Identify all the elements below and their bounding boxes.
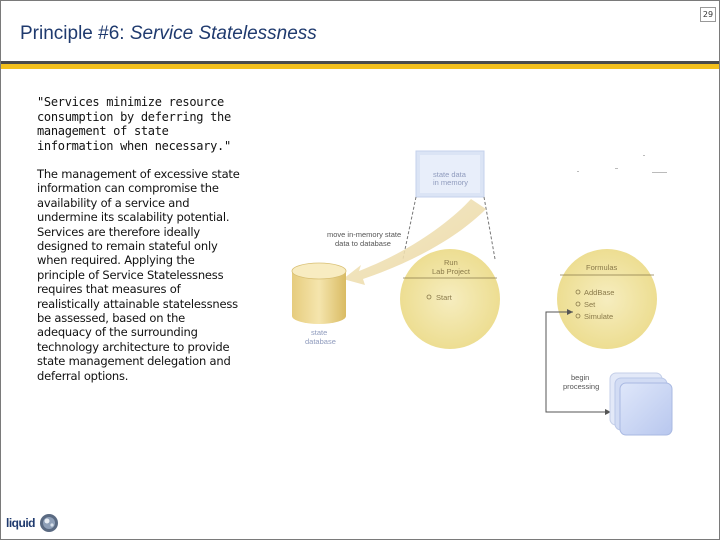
title-rule-gold bbox=[1, 64, 719, 69]
processing-connector bbox=[545, 311, 608, 413]
set-radio-icon bbox=[575, 301, 581, 307]
liquid-logo: liquid bbox=[6, 514, 58, 532]
formula-item-addbase: AddBase bbox=[584, 288, 614, 297]
state-database: state database bbox=[291, 262, 347, 346]
connector-arrowhead-top bbox=[567, 309, 573, 315]
lab-project-title-line2: Lab Project bbox=[432, 267, 471, 276]
memory-box: state data in memory bbox=[415, 150, 485, 198]
projection-line-right bbox=[483, 196, 496, 260]
formulas-circle: Formulas AddBase Set Simulate bbox=[557, 249, 657, 349]
formulas-title: Formulas bbox=[586, 263, 618, 272]
database-label-line1: state bbox=[311, 328, 327, 337]
start-item: Start bbox=[436, 293, 453, 302]
statelessness-diagram: state data in memory move in-memory stat… bbox=[291, 150, 673, 436]
move-label-line1: move in-memory state bbox=[327, 230, 401, 239]
addbase-radio-icon bbox=[575, 289, 581, 295]
start-radio-icon bbox=[426, 294, 432, 300]
title-rule-dark bbox=[1, 61, 719, 64]
connector-arrowhead-bottom bbox=[605, 409, 611, 415]
faint-marks bbox=[577, 155, 667, 173]
database-label-line2: database bbox=[305, 337, 336, 346]
memory-box-label-line1: state data bbox=[433, 170, 467, 179]
title-prefix: Principle #6: bbox=[20, 23, 130, 44]
logo-text: liquid bbox=[6, 516, 35, 530]
lab-project-circle: Run Lab Project Start bbox=[400, 249, 500, 349]
begin-label-line2: processing bbox=[563, 382, 599, 391]
memory-box-label-line2: in memory bbox=[433, 178, 468, 187]
page-title: Principle #6: Service Statelessness bbox=[20, 23, 317, 45]
principle-description: The management of excessive state inform… bbox=[37, 167, 240, 383]
projection-line-left bbox=[402, 196, 417, 260]
principle-quote: "Services minimize resource consumption … bbox=[37, 95, 231, 153]
begin-label-line1: begin bbox=[571, 373, 589, 382]
document-stack-icon bbox=[609, 372, 673, 436]
formula-item-set: Set bbox=[584, 300, 596, 309]
page-number: 29 bbox=[700, 7, 716, 22]
formula-item-simulate: Simulate bbox=[584, 312, 613, 321]
title-emphasis: Service Statelessness bbox=[129, 23, 317, 44]
move-arrow bbox=[343, 199, 486, 285]
move-label-line2: data to database bbox=[335, 239, 391, 248]
simulate-radio-icon bbox=[575, 313, 581, 319]
lab-project-title-line1: Run bbox=[444, 258, 458, 267]
